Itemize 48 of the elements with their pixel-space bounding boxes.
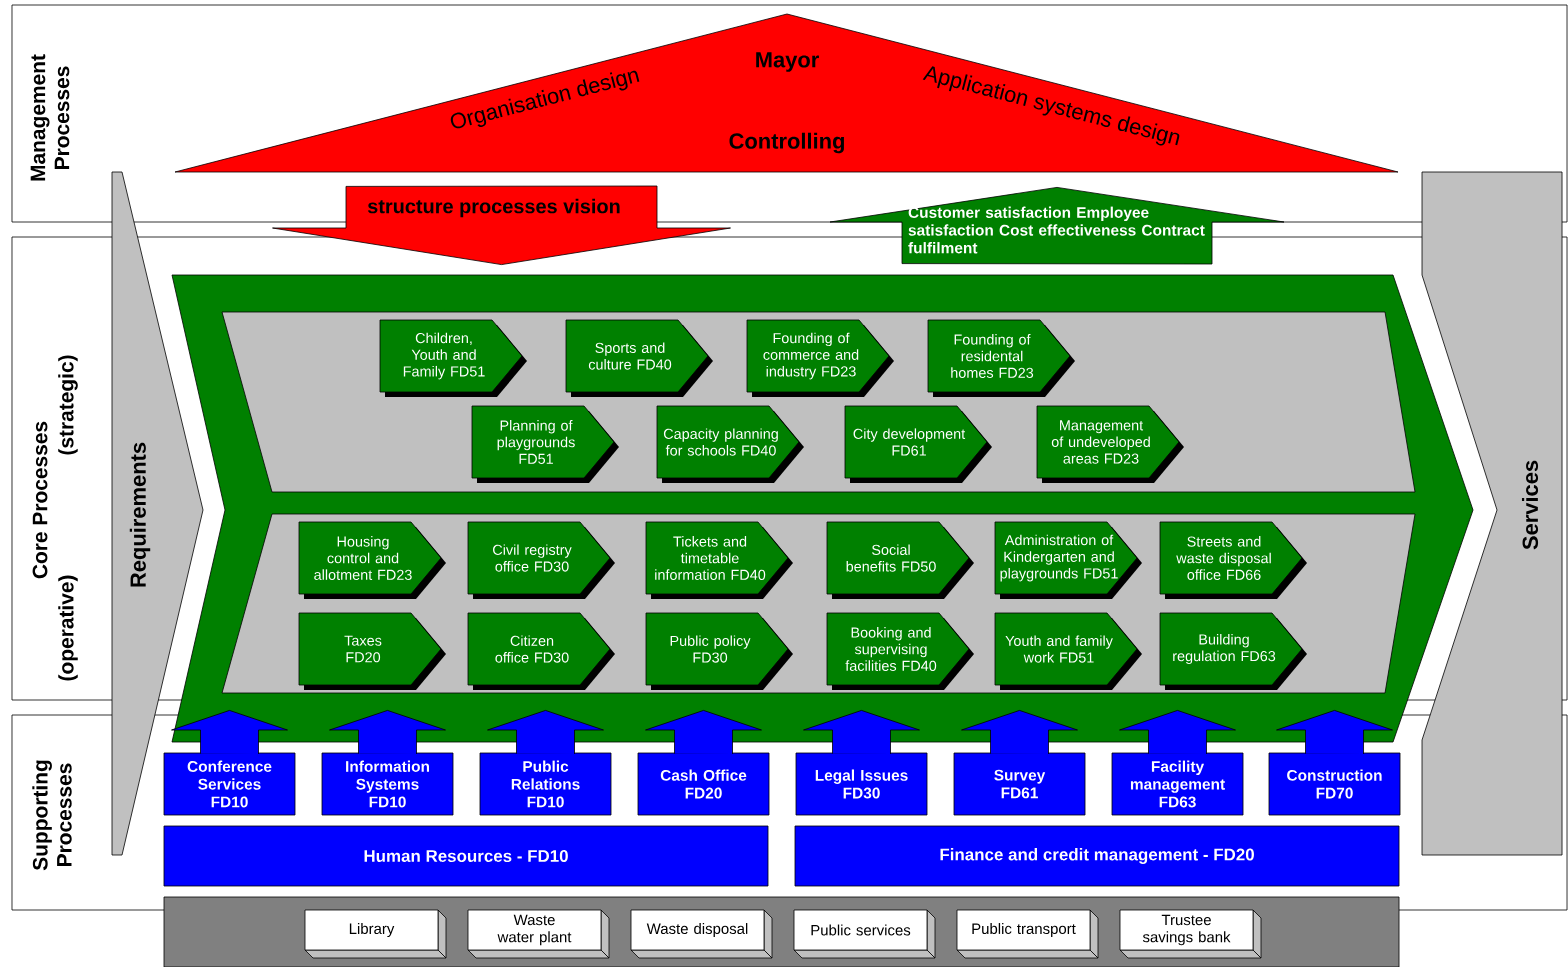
process-arrow-box: Housing control and allotment FD23 [298,521,446,599]
process-arrow-box: Civil registry office FD30 [467,521,615,599]
process-box: Conference Services FD10 [163,752,296,816]
process-arrow-box: Tickets and timetable information FD40 [645,521,793,599]
process-box: Legal Issues FD30 [795,752,928,816]
process-arrow-box: Administration of Kindergarten and playgrounds FD51 [994,521,1142,599]
block-arrow [803,710,920,755]
process-arrow-box: Booking and supervising facilities FD40 [826,612,974,690]
bar: Finance and credit management - FD20 [794,825,1400,887]
edge-label: structure processes vision [367,198,620,218]
process-box: Public Relations FD10 [479,752,612,816]
process-arrow-box: Public policy FD30 [645,612,793,690]
process-box: Facility management FD63 [1111,752,1244,816]
block-arrow [1276,710,1393,755]
process-box: Construction FD70 [1268,752,1401,816]
block-arrow [1119,710,1236,755]
block-arrow [171,710,288,755]
service-box: Public services [793,909,936,959]
block-arrow [487,710,604,755]
service-box: Waste water plant [467,909,610,959]
services-block: Services [1421,171,1563,856]
process-arrow-box: Streets and waste disposal office FD66 [1159,521,1307,599]
block-arrow [645,710,762,755]
process-box: Information Systems FD10 [321,752,454,816]
block-arrow [329,710,446,755]
process-arrow-box: Planning of playgrounds FD51 [471,405,619,483]
process-box: Survey FD61 [953,752,1086,816]
block-arrow [961,710,1078,755]
block-arrow [829,187,1285,265]
process-arrow-box: City development FD61 [844,405,992,483]
block-arrow [272,185,731,265]
service-box: Waste disposal [630,909,773,959]
process-arrow-box: Founding of residental homes FD23 [927,319,1075,397]
process-arrow-box: Children, Youth and Family FD51 [379,319,527,397]
process-arrow-box: Building regulation FD63 [1159,612,1307,690]
service-box: Public transport [956,909,1099,959]
service-box: Library [304,909,447,959]
process-arrow-box: Social benefits FD50 [826,521,974,599]
process-arrow-box: Management of undeveloped areas FD23 [1036,405,1184,483]
process-box: Cash Office FD20 [637,752,770,816]
process-arrow-box: Sports and culture FD40 [565,319,713,397]
bar: Human Resources - FD10 [163,825,769,887]
process-arrow-box: Citizen office FD30 [467,612,615,690]
process-arrow-box: Youth and family work FD51 [994,612,1142,690]
service-box: Trustee savings bank [1119,909,1262,959]
process-arrow-box: Founding of commerce and industry FD23 [746,319,894,397]
process-arrow-box: Taxes FD20 [298,612,446,690]
process-arrow-box: Capacity planning for schools FD40 [656,405,804,483]
